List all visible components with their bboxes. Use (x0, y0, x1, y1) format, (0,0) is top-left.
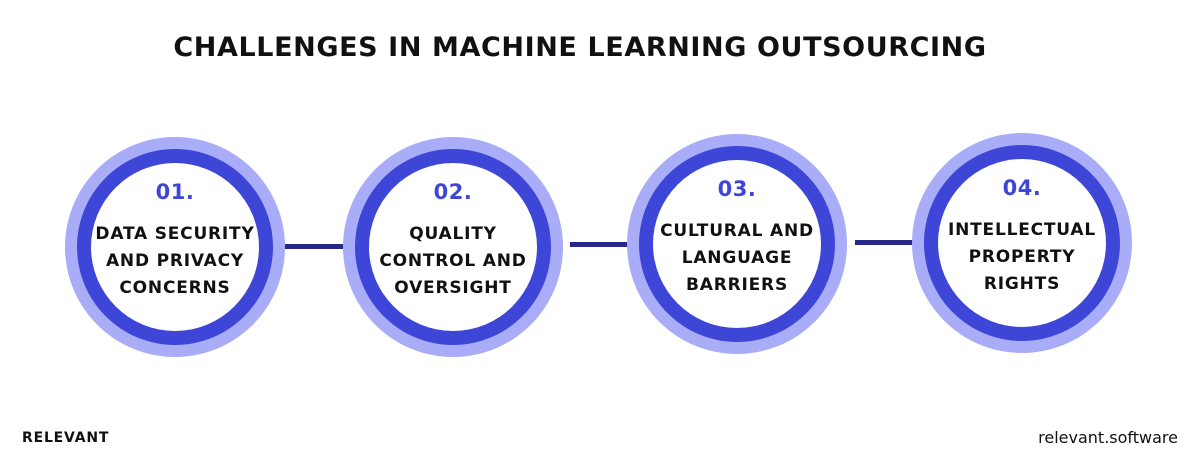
connector-line-2 (570, 242, 630, 247)
step-label: INTELLECTUAL PROPERTY RIGHTS (948, 220, 1096, 294)
step-number: 04. (1002, 176, 1042, 200)
step-number: 01. (155, 180, 195, 204)
step-circle-1: 01. DATA SECURITY AND PRIVACY CONCERNS (65, 137, 285, 357)
site-url: relevant.software (1038, 428, 1178, 447)
step-label: CULTURAL AND LANGUAGE BARRIERS (660, 221, 814, 295)
step-circle-4: 04. INTELLECTUAL PROPERTY RIGHTS (912, 133, 1132, 353)
step-content: 02. QUALITY CONTROL AND OVERSIGHT (369, 163, 537, 331)
brand-logo: RELEVANT (22, 430, 110, 446)
connector-line-3 (855, 240, 915, 245)
page-title: CHALLENGES IN MACHINE LEARNING OUTSOURCI… (173, 32, 987, 63)
step-content: 03. CULTURAL AND LANGUAGE BARRIERS (653, 160, 821, 328)
step-circle-3: 03. CULTURAL AND LANGUAGE BARRIERS (627, 134, 847, 354)
step-ring: 04. INTELLECTUAL PROPERTY RIGHTS (924, 145, 1120, 341)
step-number: 02. (433, 180, 473, 204)
step-label: DATA SECURITY AND PRIVACY CONCERNS (95, 224, 255, 298)
step-content: 04. INTELLECTUAL PROPERTY RIGHTS (938, 159, 1106, 327)
connector-line-1 (285, 244, 345, 249)
step-label: QUALITY CONTROL AND OVERSIGHT (379, 224, 527, 298)
step-ring: 01. DATA SECURITY AND PRIVACY CONCERNS (77, 149, 273, 345)
step-ring: 03. CULTURAL AND LANGUAGE BARRIERS (639, 146, 835, 342)
step-number: 03. (717, 177, 757, 201)
step-circle-2: 02. QUALITY CONTROL AND OVERSIGHT (343, 137, 563, 357)
step-ring: 02. QUALITY CONTROL AND OVERSIGHT (355, 149, 551, 345)
step-content: 01. DATA SECURITY AND PRIVACY CONCERNS (91, 163, 259, 331)
